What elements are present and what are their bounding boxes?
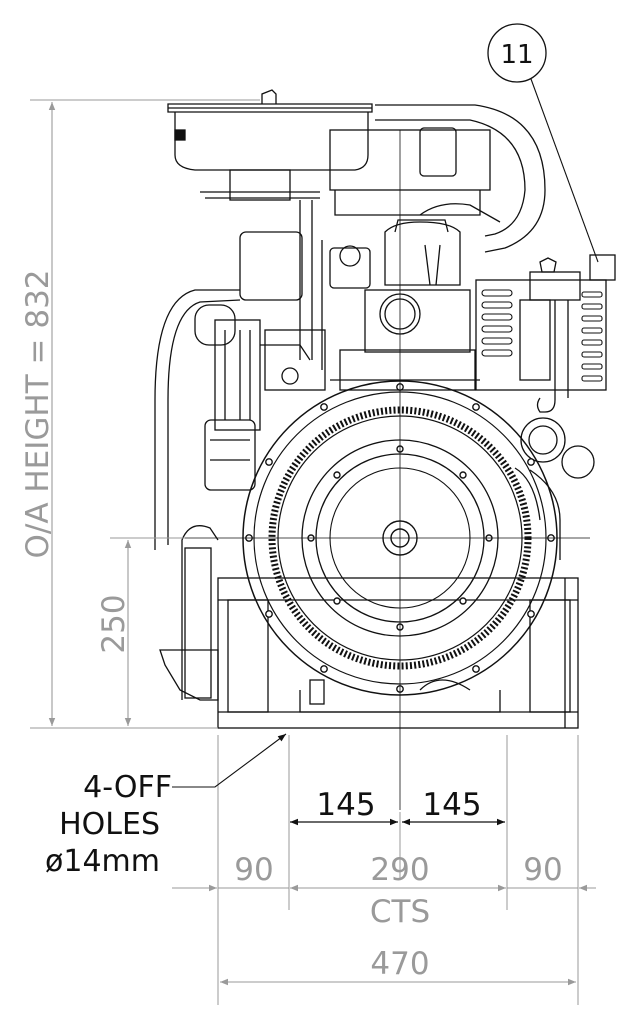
holes-note-line2: HOLES (59, 807, 160, 842)
left-bracket (159, 649, 219, 701)
balloon-label: 11 (500, 40, 533, 70)
overall-width-label: 470 (370, 946, 429, 982)
part-balloon: 11 (487, 23, 599, 263)
cts-label: CTS (370, 894, 430, 930)
dimension-lines (30, 99, 579, 1005)
holes-note-line1: 4-OFF (83, 770, 172, 805)
engine-outline (154, 89, 616, 729)
edge-right-label: 90 (523, 852, 562, 888)
centres-label: 290 (370, 852, 429, 888)
overall-height-label: O/A HEIGHT = 832 (20, 269, 56, 558)
dimension-arrows (48, 102, 596, 986)
cooler-slots (481, 289, 603, 382)
shaft-height-label: 250 (96, 594, 132, 653)
exhaust-pipe (375, 104, 546, 253)
holes-note-line3: ø14mm (45, 844, 160, 879)
oil-cooler (475, 279, 607, 391)
air-cleaner (167, 103, 373, 113)
half-right-label: 145 (422, 787, 481, 823)
starter-motor (520, 417, 566, 463)
holes-leader (172, 733, 287, 788)
edge-left-label: 90 (234, 852, 273, 888)
half-left-label: 145 (316, 787, 375, 823)
centre-lines (130, 130, 590, 810)
housing-bolts (245, 383, 555, 693)
holes-note: 4-OFF HOLES ø14mm (45, 770, 172, 879)
